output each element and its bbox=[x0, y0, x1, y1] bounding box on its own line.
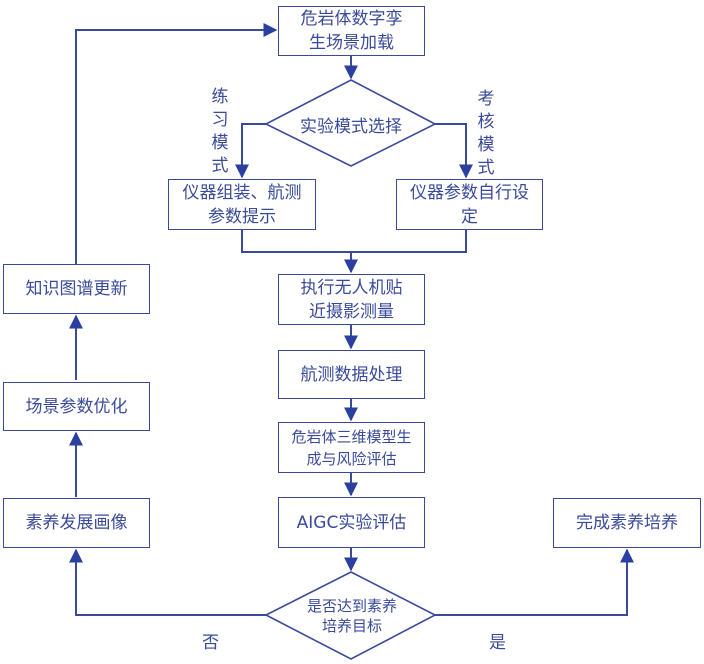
kg-update-box: 知识图谱更新 bbox=[3, 264, 150, 314]
literacy-profile-text: 素养发展画像 bbox=[25, 513, 128, 533]
goal-check-diamond bbox=[264, 571, 437, 660]
practice-mode-label: 练习模式 bbox=[211, 87, 229, 176]
model-risk-text: 危岩体三维模型生成与风险评估 bbox=[291, 427, 412, 468]
yes-label: 是 bbox=[489, 633, 506, 653]
literacy-profile-box: 素养发展画像 bbox=[3, 498, 150, 548]
uav-photo-text: 执行无人机贴近摄影测量 bbox=[300, 277, 403, 322]
exam-text: 仪器参数自行设定 bbox=[410, 182, 529, 227]
uav-photo-box: 执行无人机贴近摄影测量 bbox=[278, 274, 425, 325]
aigc-eval-text: AIGC实验评估 bbox=[296, 512, 407, 533]
edge-select-to-practice bbox=[235, 123, 266, 179]
edge-no-to-profile bbox=[69, 548, 266, 616]
data-process-box: 航测数据处理 bbox=[278, 350, 425, 399]
exam-mode-label: 考核模式 bbox=[477, 89, 495, 178]
practice-text: 仪器组装、航测参数提示 bbox=[182, 182, 302, 227]
edge-yes-to-complete bbox=[435, 548, 634, 616]
edge-practice-merge bbox=[241, 229, 467, 253]
mode-select-text: 实验模式选择 bbox=[300, 116, 402, 137]
load-scene-box: 危岩体数字孪生场景加载 bbox=[278, 6, 425, 56]
no-label: 否 bbox=[202, 633, 219, 653]
scene-optimize-text: 场景参数优化 bbox=[25, 396, 128, 417]
mode-select-diamond bbox=[264, 79, 437, 167]
aigc-eval-box: AIGC实验评估 bbox=[278, 497, 425, 548]
data-process-text: 航测数据处理 bbox=[300, 364, 403, 385]
complete-text: 完成素养培养 bbox=[576, 513, 678, 533]
load-scene-text: 危岩体数字孪生场景加载 bbox=[300, 9, 403, 53]
exam-box: 仪器参数自行设定 bbox=[396, 179, 543, 230]
edge-kg-to-load bbox=[75, 23, 278, 264]
model-risk-box: 危岩体三维模型生成与风险评估 bbox=[278, 422, 425, 473]
scene-optimize-box: 场景参数优化 bbox=[3, 382, 150, 431]
kg-update-text: 知识图谱更新 bbox=[25, 279, 128, 299]
practice-box: 仪器组装、航测参数提示 bbox=[168, 179, 316, 230]
edge-select-to-exam bbox=[435, 123, 473, 179]
complete-box: 完成素养培养 bbox=[553, 498, 701, 548]
goal-check-text: 是否达到素养培养目标 bbox=[306, 597, 397, 635]
